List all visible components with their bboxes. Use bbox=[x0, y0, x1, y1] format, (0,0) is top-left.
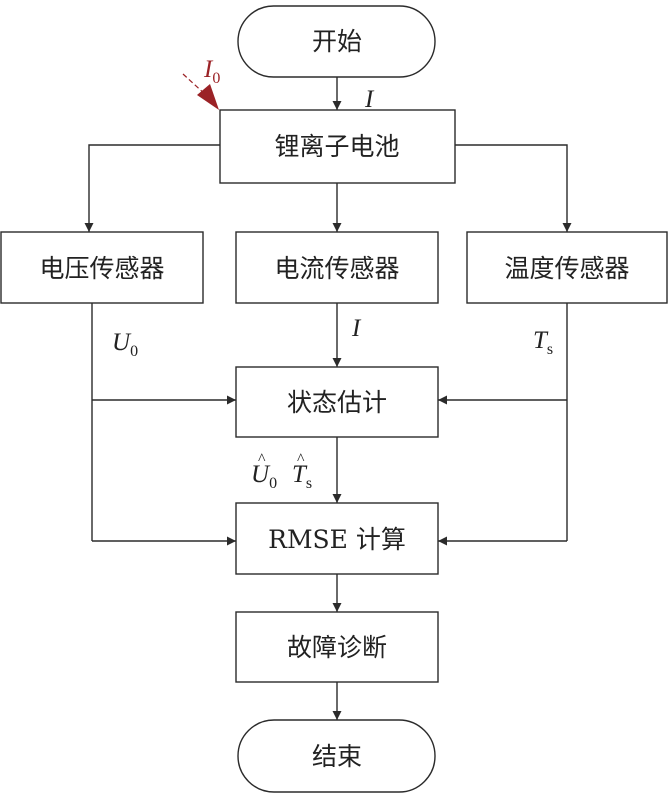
fault-current-label: I0 bbox=[203, 56, 220, 87]
sensor-current-label: I bbox=[351, 315, 362, 342]
battery-label: 锂离子电池 bbox=[274, 132, 399, 161]
node-rmse: RMSE 计算 bbox=[235, 502, 439, 575]
current-sensor-label: 电流传感器 bbox=[274, 254, 399, 283]
fault-arrowhead bbox=[197, 84, 219, 110]
arrow-battery-to-temp-sensor bbox=[455, 144, 572, 232]
connectors bbox=[84, 77, 572, 720]
svg-text:Ts: Ts bbox=[292, 461, 312, 492]
hat-accent: ^ bbox=[297, 451, 305, 468]
node-start: 开始 bbox=[237, 5, 436, 78]
temperature-label: Ts bbox=[533, 327, 553, 358]
node-fault-diagnosis: 故障诊断 bbox=[235, 611, 439, 683]
rmse-label: RMSE 计算 bbox=[268, 525, 406, 554]
node-voltage-sensor: 电压传感器 bbox=[0, 231, 204, 304]
start-label: 开始 bbox=[312, 27, 362, 56]
estimated-voltage-label: ^ U0 bbox=[251, 451, 277, 492]
state-estimation-label: 状态估计 bbox=[287, 388, 387, 417]
svg-text:U0: U0 bbox=[251, 461, 277, 492]
fault-injection: I0 bbox=[182, 56, 220, 110]
estimated-temperature-label: ^ Ts bbox=[292, 451, 312, 492]
end-label: 结束 bbox=[312, 742, 362, 771]
node-current-sensor: 电流传感器 bbox=[235, 231, 439, 304]
node-battery: 锂离子电池 bbox=[219, 109, 456, 184]
hat-accent: ^ bbox=[258, 451, 266, 468]
node-end: 结束 bbox=[237, 719, 436, 793]
temperature-sensor-label: 温度传感器 bbox=[504, 254, 629, 283]
battery-current-label: I bbox=[364, 86, 375, 113]
node-temperature-sensor: 温度传感器 bbox=[466, 231, 668, 304]
voltage-label: U0 bbox=[112, 329, 138, 360]
arrow-battery-to-voltage-sensor bbox=[84, 144, 220, 232]
node-state-estimation: 状态估计 bbox=[235, 366, 439, 438]
voltage-sensor-label: 电压传感器 bbox=[39, 254, 164, 283]
fault-diagnosis-label: 故障诊断 bbox=[287, 633, 387, 662]
